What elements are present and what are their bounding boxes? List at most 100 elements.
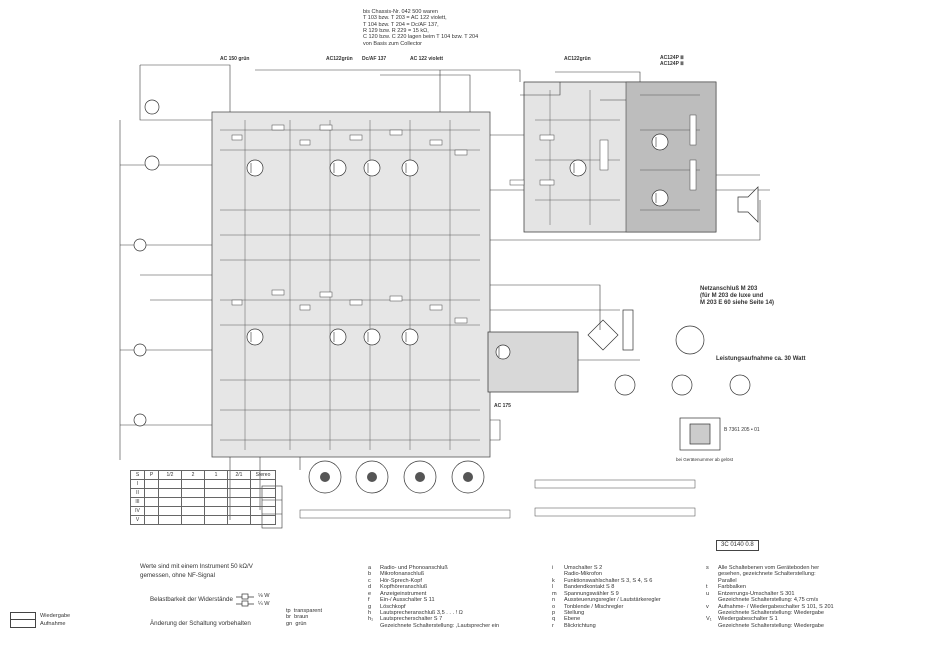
- header-note-line: T 103 bzw. T 203 = AC 122 violett,: [363, 15, 447, 22]
- legend-text: Hör-Sprech-Kopf: [380, 577, 422, 584]
- legend-text: Umschalter S 2: [564, 565, 603, 571]
- legend-item: p Stellung: [552, 610, 661, 616]
- legend-key: d: [368, 584, 372, 591]
- legend-text: Blickrichtung: [564, 622, 596, 629]
- label-ac124p-2: AC124P Ⅲ: [660, 61, 684, 67]
- legend-text: Stellung: [564, 609, 585, 616]
- legend-item: Gezeichnete Schalterstellung: Wiedergabe: [706, 610, 834, 616]
- table-header-cell: 2: [181, 470, 205, 480]
- legend-text: Aufnahme- / Wiedergabeschalter S 101, S …: [718, 603, 834, 610]
- slide-switch-row-2: [534, 479, 696, 489]
- mains-part-number: B 7361 205 • 01: [724, 427, 760, 433]
- legend-text: Funktionswahlschalter S 3, S 4, S 6: [564, 577, 653, 584]
- header-note-line: bis Chassis-Nr. 042 500 waren: [363, 9, 438, 15]
- legend-item: u Entzerrungs-Umschalter S 301: [706, 591, 834, 597]
- legend-key: m: [552, 590, 557, 597]
- transistor-t203: [363, 328, 381, 346]
- legend-text: Parallel: [718, 577, 737, 584]
- mains-plug-module: [679, 417, 721, 451]
- legend-key: h₁: [368, 616, 373, 623]
- header-note-line: C 120 bzw. C 220 lagen beim T 104 bzw. T…: [363, 34, 479, 41]
- switch-position-table: S P 1/2 2 1 2/1 Stereo I II III IV V: [130, 470, 276, 525]
- legend-text: Kopfhöreranschluß: [380, 584, 428, 591]
- color-key-code: gn: [286, 620, 293, 627]
- color-key-code: br: [286, 614, 291, 621]
- transistor-t106: [651, 133, 669, 151]
- legend-item: Gezeichnete Schalterstellung: ,Lautsprec…: [368, 623, 499, 629]
- legend-item: m Spannungswähler S 9: [552, 591, 661, 597]
- change-note: Änderung der Schaltung vorbehalten: [150, 620, 251, 627]
- color-key-code: tp: [286, 608, 291, 614]
- mains-transformer: [622, 309, 634, 351]
- measurement-note-2: gemessen, ohne NF-Signal: [140, 572, 215, 579]
- legend-key: e: [368, 590, 372, 597]
- legend-text: Anzeigeinstrument: [380, 590, 427, 597]
- color-key: tp transparent br braun gn grün: [286, 608, 322, 627]
- table-header-cell: P: [144, 470, 159, 480]
- table-header-cell: Stereo: [250, 470, 276, 480]
- power-amp-dark-area: [625, 81, 717, 233]
- header-note-line: R 129 bzw. R 229 = 15 kΩ,: [363, 27, 429, 34]
- mains-sub2: M 203 E 60 siehe Seite 14): [700, 300, 775, 306]
- legend-text: Gezeichnete Schalterstellung: Wiedergabe: [718, 609, 825, 616]
- legend-text: Spannungswähler S 9: [564, 590, 619, 597]
- color-key-name: grün: [295, 620, 307, 627]
- legend-item: e Anzeigeinstrument: [368, 591, 499, 597]
- legend-text: Löschkopf: [380, 603, 406, 610]
- legend-key: p: [552, 609, 556, 616]
- drawing-ref: 3C 0140 0.8: [716, 540, 759, 551]
- label-ac175: AC 175: [494, 403, 511, 409]
- table-header-cell: 1/2: [158, 470, 182, 480]
- mains-power: Leistungsaufnahme ca. 30 Watt: [716, 356, 806, 362]
- mains-small-note: bei Gerätenummer ab gelöst: [676, 457, 734, 462]
- bridge-rectifier: [587, 319, 619, 351]
- table-row-label: IV: [130, 506, 145, 516]
- transistor-t107: [651, 189, 669, 207]
- legend-key: q: [552, 616, 556, 623]
- table-header-cell: S: [130, 470, 145, 480]
- legend-item: q Ebene: [552, 616, 661, 622]
- table-row-label: V: [130, 515, 145, 525]
- legend-key: l: [552, 584, 554, 591]
- mains-sub1: (für M 203 de luxe und: [700, 293, 764, 299]
- legend-text: Radio- und Phonoanschluß: [380, 565, 448, 571]
- legend-item: n Aussteuerungsregler / Lautstärkeregler: [552, 597, 661, 603]
- label-ac122-2: AC122grün: [564, 56, 591, 62]
- legend-text: Ebene: [564, 616, 581, 623]
- legend-key: n: [552, 597, 556, 604]
- label-ac124p-1: AC124P Ⅲ: [660, 55, 684, 61]
- legend-key: f: [368, 597, 370, 604]
- legend-key: a: [368, 565, 372, 571]
- table-header-cell: 1: [204, 470, 228, 480]
- legend-key: s: [706, 565, 709, 571]
- color-key-name: braun: [294, 614, 309, 621]
- legend-text: Farbbalken: [718, 584, 746, 591]
- transistor-t103: [363, 159, 381, 177]
- legend-item: Gezeichnete Schalterstellung: 4,75 cm/s: [706, 597, 834, 603]
- header-note-line: T 104 bzw. T 204 = Dc/AF 137,: [363, 21, 439, 28]
- legend-text: Aussteuerungsregler / Lautstärkeregler: [564, 597, 661, 604]
- legend-text: Alle Schaltebenen vom Geräteboden her: [718, 565, 820, 571]
- legend-key: u: [706, 590, 710, 597]
- legend-text: gesehen, gezeichnete Schalterstellung:: [718, 571, 816, 578]
- color-key-row: br braun: [286, 614, 322, 620]
- table-row-label: II: [130, 488, 145, 498]
- transistor-t101: [246, 159, 264, 177]
- table-row-label: I: [130, 479, 145, 489]
- label-ac122-violett: AC 122 violett: [410, 56, 444, 62]
- label-dc-af137: Dc/AF 137: [362, 56, 387, 62]
- legend-item: gesehen, gezeichnete Schalterstellung:: [706, 571, 834, 577]
- transistor-t202: [329, 328, 347, 346]
- legend-text: Gezeichnete Schalterstellung: ,Lautsprec…: [380, 622, 500, 629]
- legend-key: v: [706, 603, 709, 610]
- resistor-w2: ¼ W: [258, 601, 270, 607]
- legend-text: Entzerrungs-Umschalter S 301: [718, 590, 795, 597]
